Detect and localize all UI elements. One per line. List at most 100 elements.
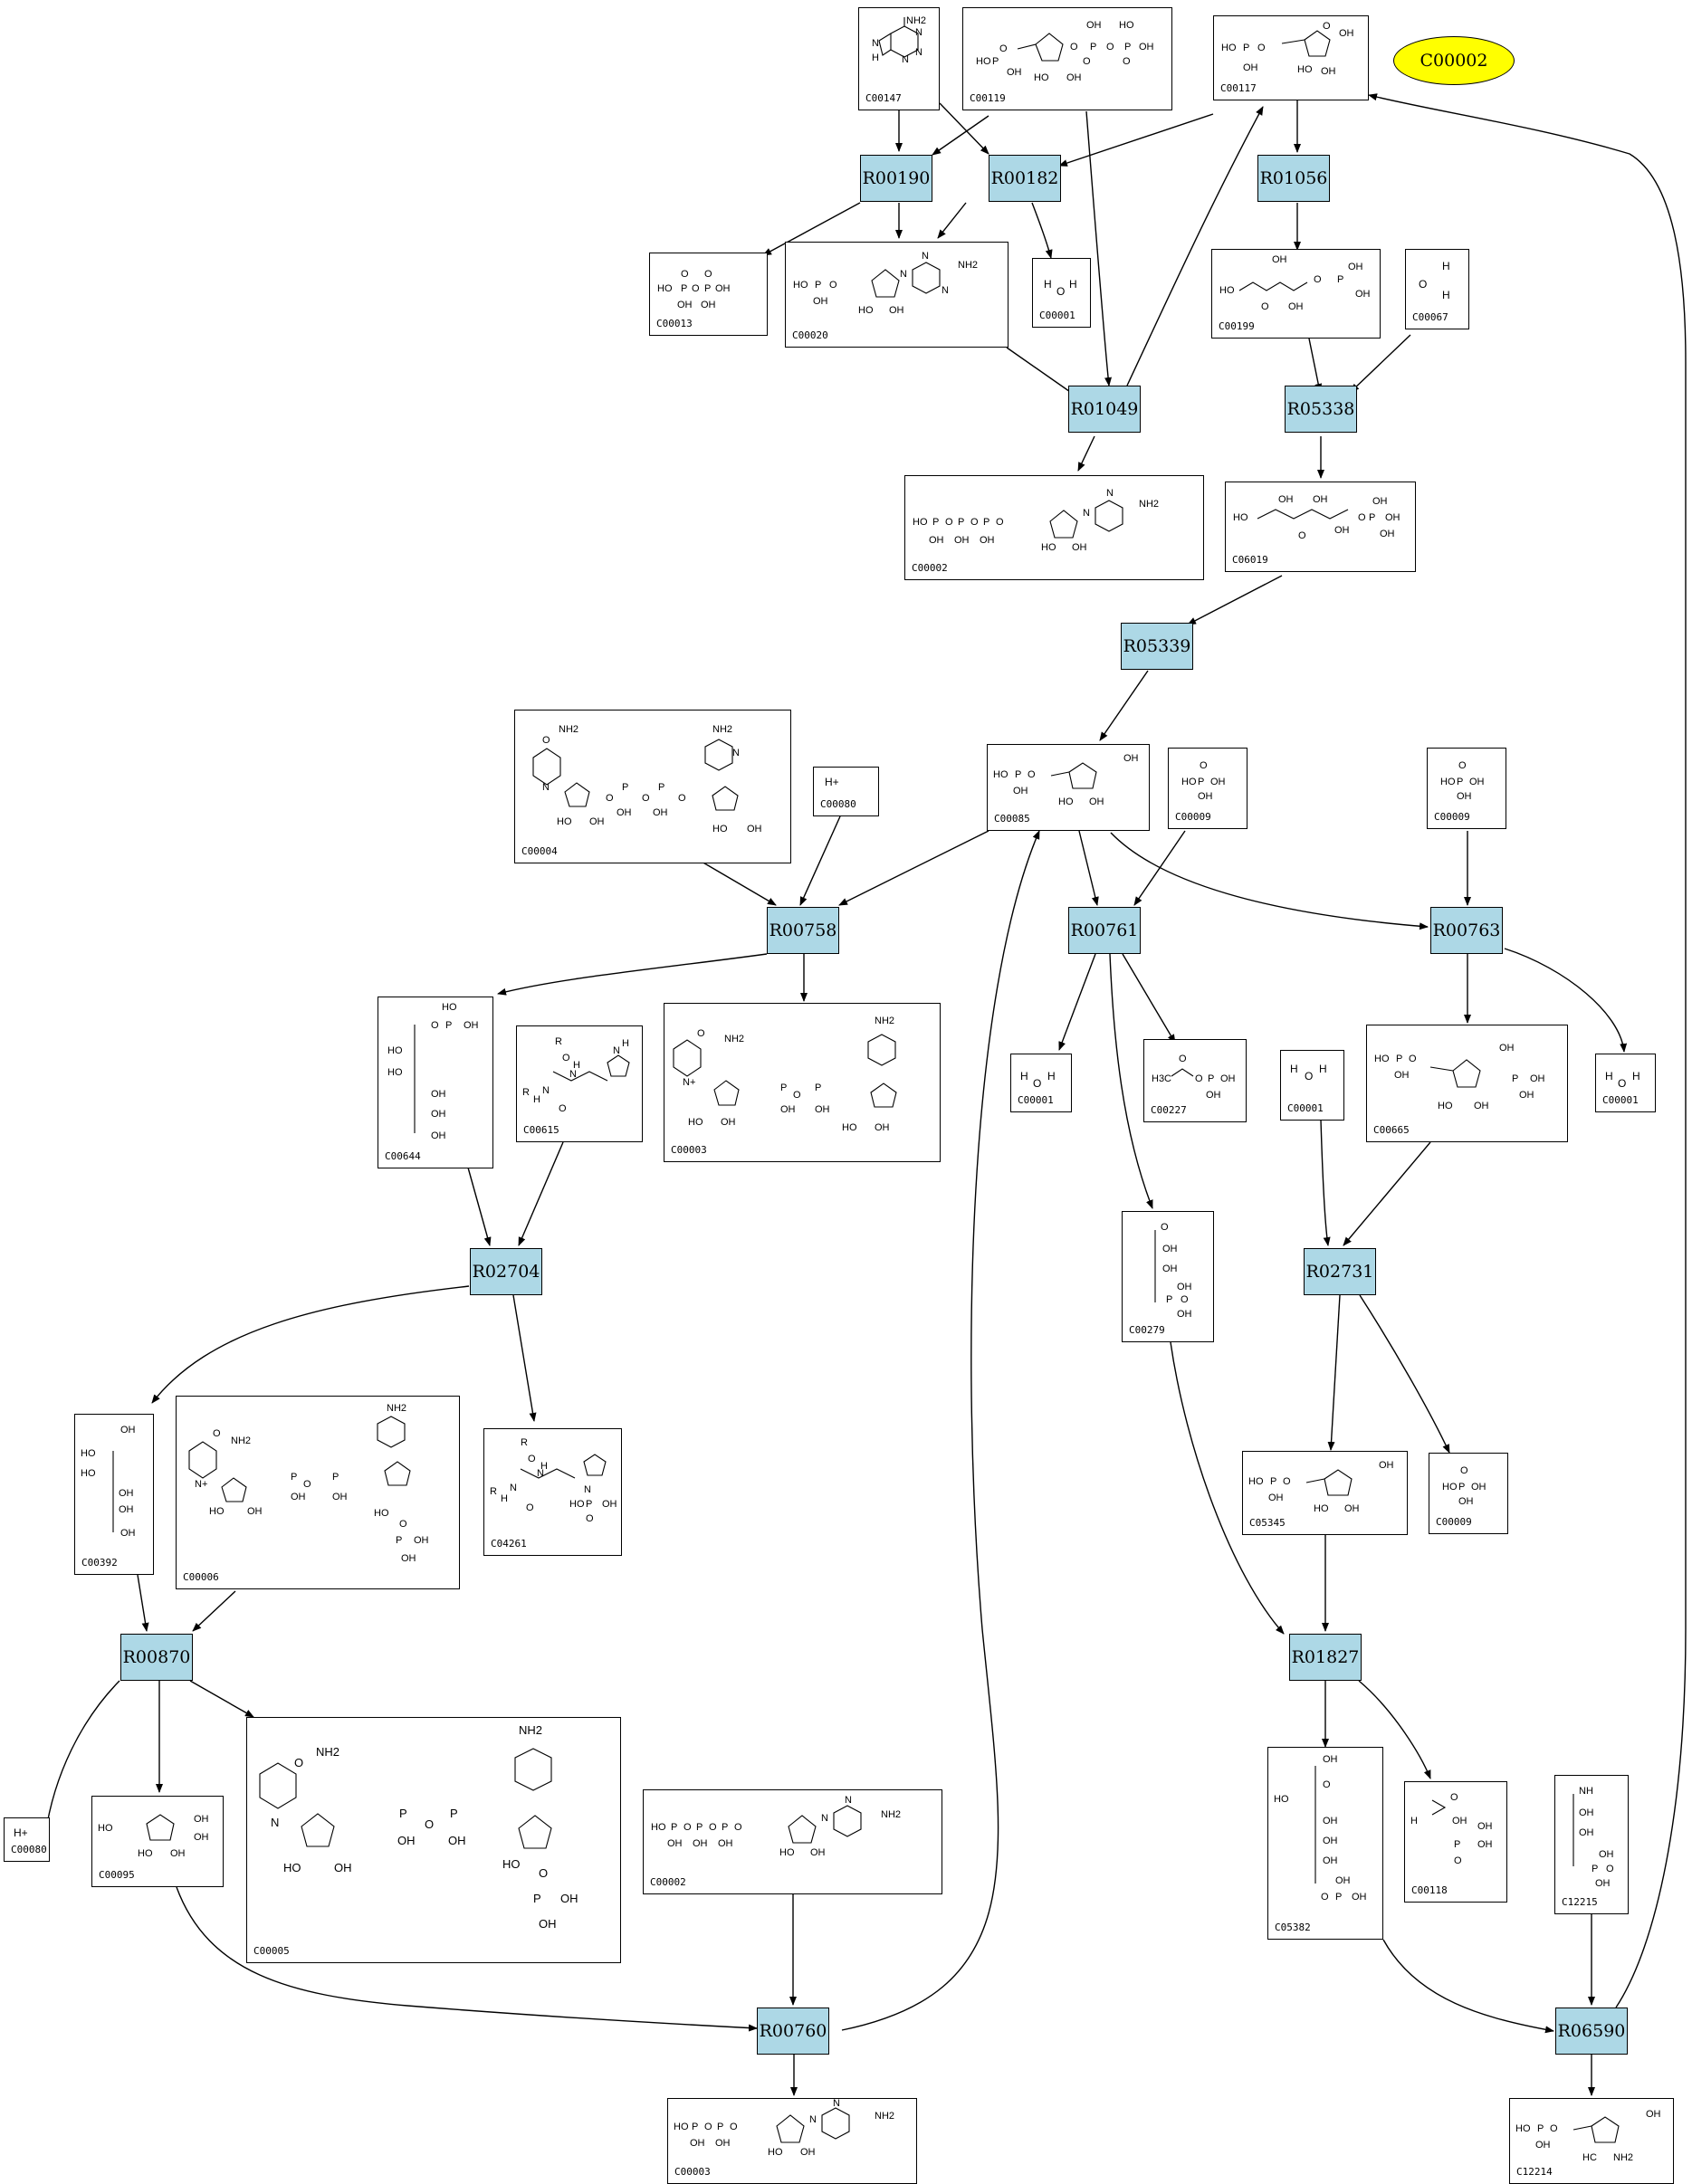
reaction-node[interactable]: R01056 [1257,155,1330,202]
reaction-node[interactable]: R05339 [1121,623,1193,670]
atom-label: H [1319,1063,1327,1075]
atom-label: HO [651,1822,666,1833]
reaction-label: R05339 [1123,636,1191,656]
compound-id: C00001 [1287,1102,1324,1114]
atom-label: P [1337,274,1343,285]
compound-id: C04261 [491,1538,527,1550]
atom-label: O [586,1513,594,1524]
reaction-node[interactable]: R00758 [767,907,839,954]
legend-ellipse[interactable]: C00002 [1393,36,1515,85]
atom-label: NH2 [958,260,978,271]
reaction-node[interactable]: R00761 [1068,907,1141,954]
reaction-node[interactable]: R00760 [757,2008,829,2055]
atom-label: OH [1162,1244,1178,1254]
reaction-node[interactable]: R05338 [1285,386,1357,433]
edge [518,1141,564,1246]
atom-label: OH [120,1425,136,1435]
compound-id: C00006 [183,1571,219,1583]
reaction-label: R00761 [1070,920,1139,940]
compound-id: C00227 [1151,1104,1187,1116]
atom-label: HO [1438,1101,1453,1111]
atom-label: O [1314,274,1322,285]
atom-label: O [1028,769,1036,780]
atom-label: OH [1535,2140,1551,2151]
atom-label: R [522,1087,530,1098]
atom-label: HO [674,2122,689,2132]
atom-label: OH [194,1832,209,1843]
reaction-node[interactable]: R00870 [120,1634,193,1681]
edge [799,815,841,906]
compound-box[interactable]: H+ C00080 [813,767,879,816]
atom-label: H [501,1493,508,1504]
atom-label: H [622,1038,629,1049]
atom-label: OH [1072,542,1087,553]
atom-label: OH [1372,496,1388,507]
reaction-node[interactable]: R06590 [1555,2008,1628,2055]
atom-label: OH [747,824,762,834]
atom-label: P [1015,769,1021,780]
molecule-structure: OHH [1419,260,1450,301]
reaction-node[interactable]: R01827 [1289,1634,1362,1681]
reaction-node[interactable]: R00190 [860,155,932,202]
atom-label: H [1605,1070,1613,1082]
atom-label: O [642,793,650,804]
reaction-node[interactable]: R02731 [1304,1248,1376,1295]
atom-label: HO [657,283,673,294]
reaction-node[interactable]: R02704 [470,1248,542,1295]
reaction-node[interactable]: R01049 [1068,386,1141,433]
atom-label: HO [557,816,572,827]
atom-label: O [1033,1077,1041,1090]
atom-label: P [1458,1482,1465,1493]
atom-label: H [533,1094,540,1105]
atom-label: HO [569,1499,585,1510]
atom-label: OH [980,535,995,546]
atom-label: O [1419,278,1427,291]
reaction-node[interactable]: R00763 [1430,907,1503,954]
atom-label: R [490,1486,497,1497]
molecule-structure: H+ [825,776,839,788]
compound-box[interactable]: H+ C00080 [4,1817,50,1862]
reaction-node[interactable]: R00182 [989,155,1061,202]
